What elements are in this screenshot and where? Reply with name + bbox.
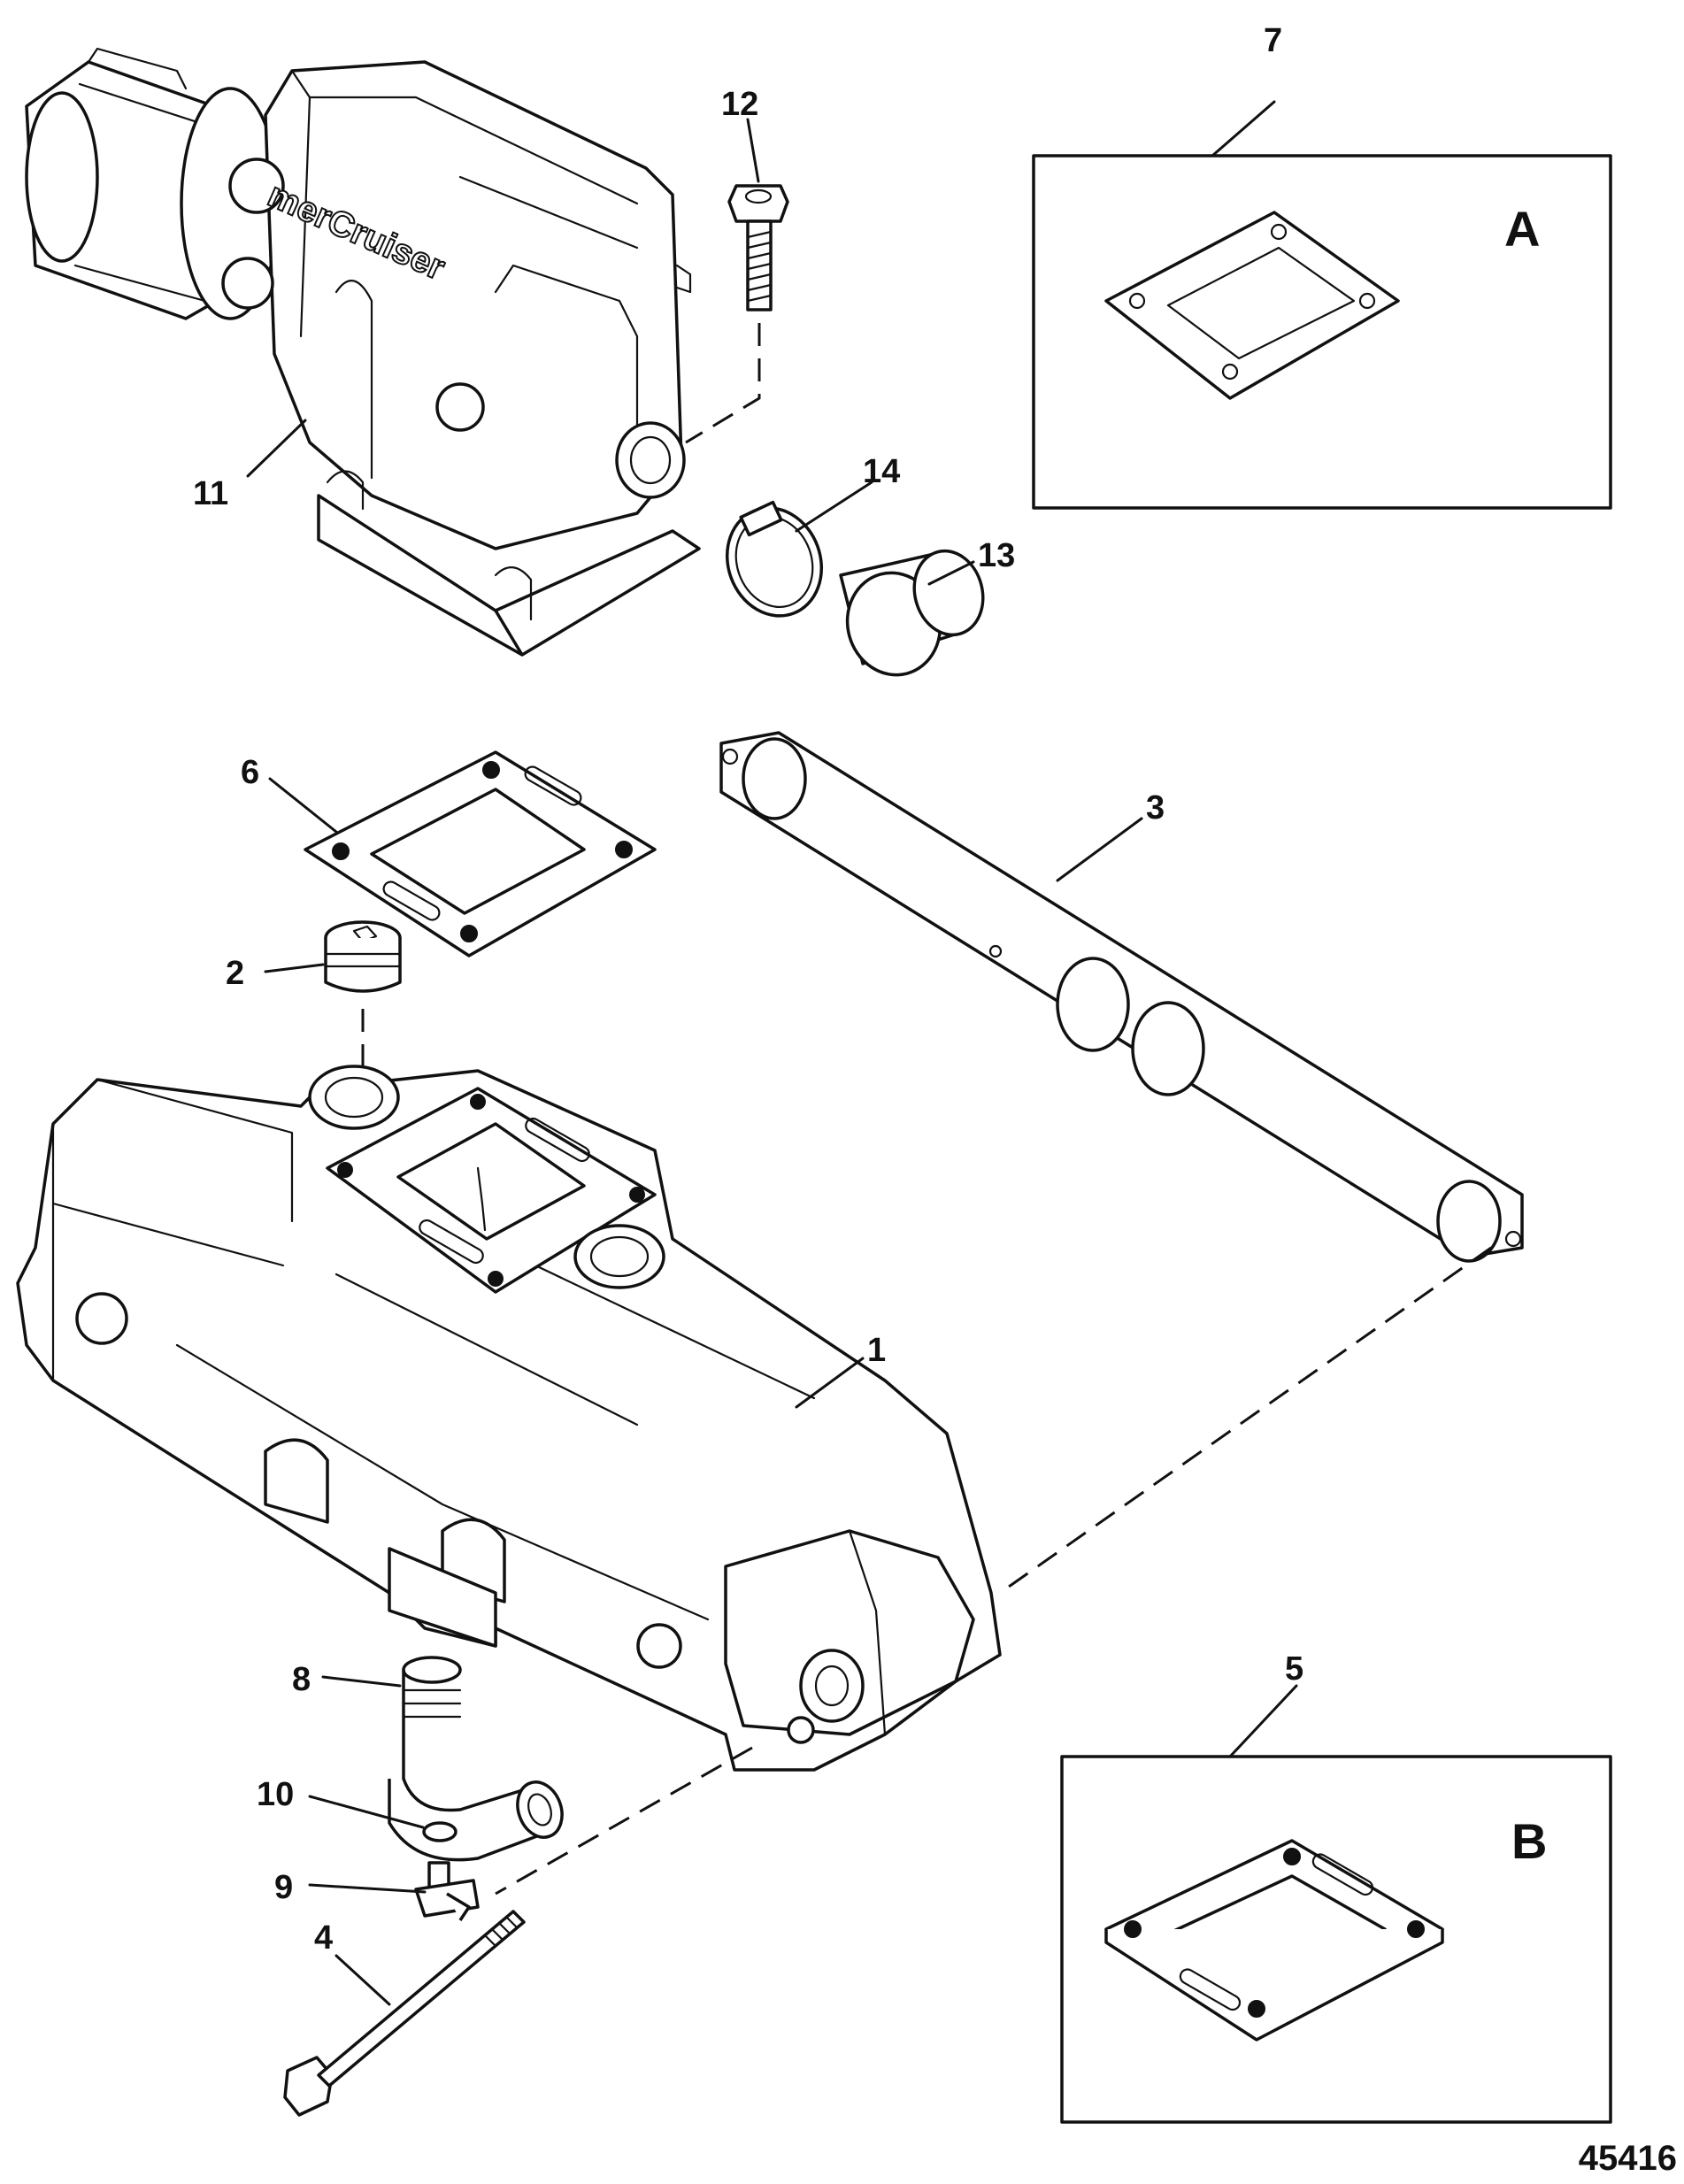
callout-8: 8: [292, 1661, 311, 1698]
part-14-hose-clamp: [725, 500, 824, 618]
part-2-pipe-plug: [324, 920, 402, 993]
part-10-o-ring: [422, 1821, 458, 1842]
leader-dash-3-1: [999, 1246, 1492, 1595]
part-1-exhaust-manifold: [16, 1065, 1002, 1772]
leader-10: [308, 1795, 425, 1829]
leader-11: [246, 419, 307, 478]
part-5-gasket-b: [1104, 1839, 1444, 2042]
leader-1: [795, 1357, 865, 1409]
callout-7: 7: [1264, 22, 1282, 59]
callout-10: 10: [257, 1776, 294, 1813]
inset-label-b: B: [1511, 1813, 1547, 1869]
callout-11: 11: [193, 475, 228, 512]
leader-4: [334, 1954, 391, 2006]
leader-8: [321, 1675, 402, 1688]
inset-label-a: A: [1504, 201, 1540, 257]
callout-3: 3: [1146, 789, 1165, 827]
part-13-hose: [839, 549, 985, 677]
callout-14: 14: [863, 453, 900, 490]
callout-5: 5: [1285, 1650, 1303, 1688]
leader-9: [308, 1883, 427, 1894]
leader-13: [927, 560, 975, 586]
callout-1: 1: [867, 1332, 886, 1369]
callout-6: 6: [241, 754, 259, 791]
figure-number: 45416: [1579, 2139, 1677, 2178]
leader-14: [795, 481, 873, 533]
leader-dash-4-1: [495, 1746, 753, 1896]
part-3-manifold-gasket: [719, 731, 1524, 1263]
part-6-gasket: [304, 750, 657, 957]
leader-7: [1211, 100, 1276, 158]
callout-13: 13: [978, 537, 1015, 574]
part-7-gasket-a: [1104, 211, 1400, 400]
leader-12: [746, 118, 760, 183]
part-4-long-bolt: [283, 1910, 526, 2117]
leader-lines: [246, 100, 1298, 2006]
part-12-bolt: [727, 184, 789, 311]
callout-12: 12: [721, 86, 758, 123]
leader-3: [1056, 817, 1143, 882]
callout-4: 4: [314, 1919, 333, 1957]
part-9-drain-plug: [414, 1861, 480, 1921]
part-11-exhaust-elbow: merCruiser: [25, 47, 701, 657]
leader-dash-12: [685, 323, 761, 444]
part-8-elbow-fitting: [388, 1656, 564, 1862]
callout-2: 2: [226, 955, 244, 992]
callout-9: 9: [274, 1869, 293, 1906]
leader-2: [264, 963, 325, 973]
leader-5: [1228, 1684, 1298, 1758]
leader-6: [268, 777, 338, 834]
